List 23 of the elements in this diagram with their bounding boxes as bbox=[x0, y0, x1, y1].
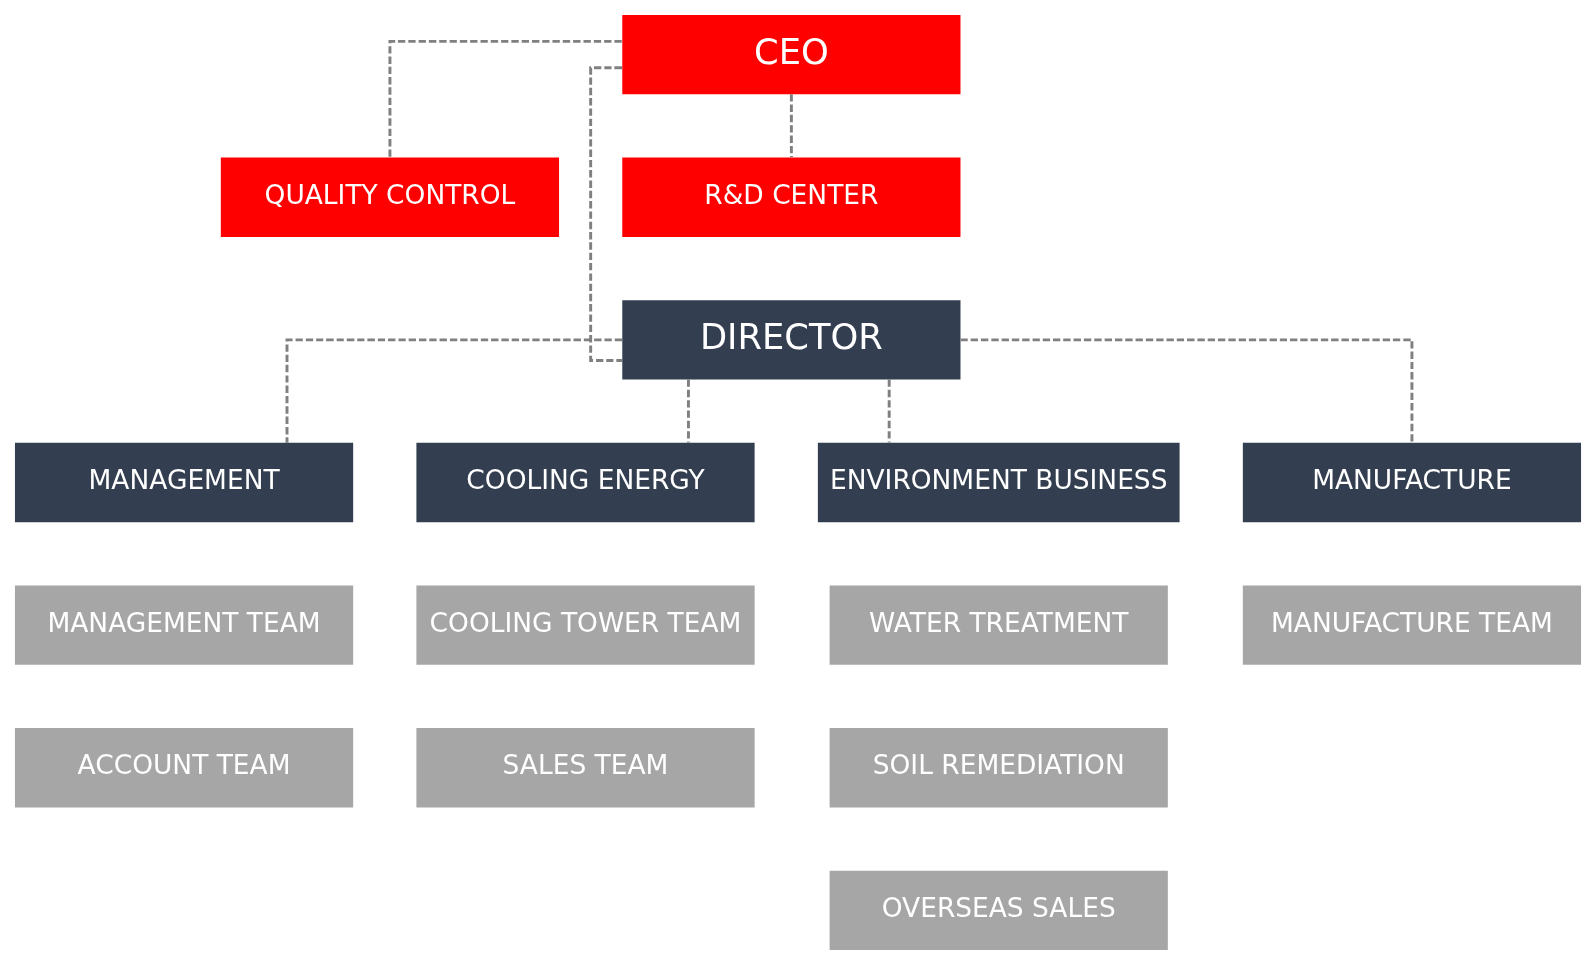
node-box: OVERSEAS SALES bbox=[829, 870, 1168, 951]
node-box: SOIL REMEDIATION bbox=[829, 728, 1168, 808]
node-box: MANAGEMENT bbox=[14, 442, 353, 523]
node-box: MANUFACTURE bbox=[1242, 442, 1581, 523]
node-box: ACCOUNT TEAM bbox=[14, 728, 353, 808]
connector bbox=[887, 379, 891, 443]
connector bbox=[588, 66, 622, 362]
node-box: CEO bbox=[621, 14, 960, 95]
connector bbox=[686, 379, 690, 443]
node-box: MANUFACTURE TEAM bbox=[1242, 585, 1581, 665]
node-box: COOLING TOWER TEAM bbox=[415, 585, 755, 665]
connector bbox=[285, 338, 622, 443]
node-box: MANAGEMENT TEAM bbox=[14, 585, 353, 665]
node-box: DIRECTOR bbox=[621, 300, 960, 380]
connector bbox=[387, 39, 622, 158]
node-box: QUALITY CONTROL bbox=[220, 157, 559, 237]
node-box: SALES TEAM bbox=[415, 728, 755, 808]
node-box: R&D CENTER bbox=[621, 157, 960, 237]
node-box: COOLING ENERGY bbox=[415, 442, 755, 523]
node-box: ENVIRONMENT BUSINESS bbox=[817, 442, 1180, 523]
connector bbox=[960, 338, 1413, 443]
connector bbox=[789, 94, 793, 158]
node-box: WATER TREATMENT bbox=[829, 585, 1168, 665]
